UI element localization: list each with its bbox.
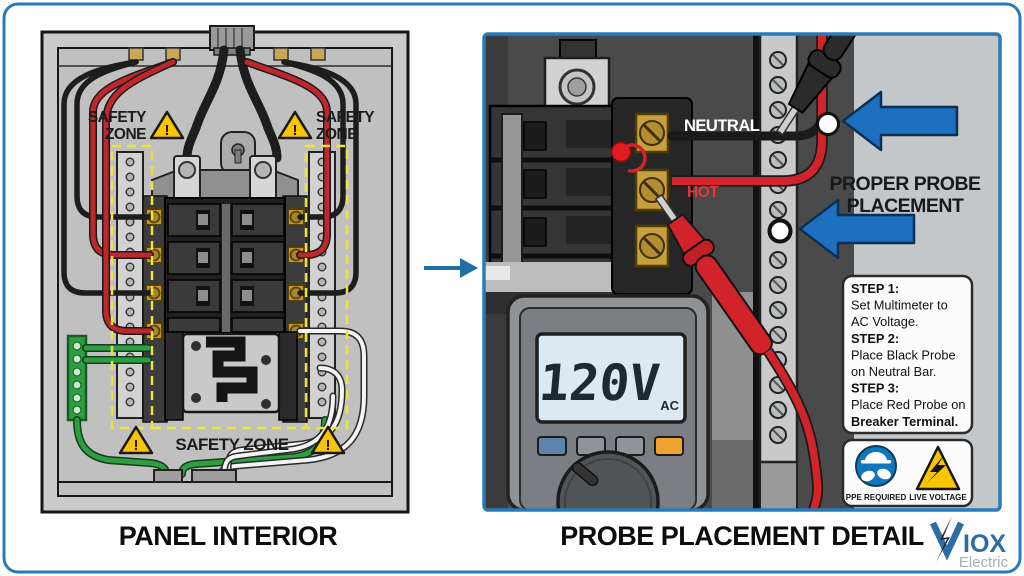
hot-wire <box>672 34 826 185</box>
breaker-stack <box>164 197 286 333</box>
neutral-bus-right <box>308 151 336 419</box>
logo-text: IOX <box>963 530 1006 558</box>
neutral-label: NEUTRAL <box>684 117 760 135</box>
step3-line2: Breaker Terminal. <box>851 414 958 429</box>
neutral-bus-left <box>116 151 144 419</box>
ppe-required-icon <box>855 445 897 487</box>
indicator-arc <box>617 143 647 173</box>
red-probe <box>654 193 824 510</box>
panel-interior-illustration: ! ! ! ! SAFETY ZONE SAFETY ZONE SAFETY Z… <box>40 25 410 514</box>
multimeter-lcd <box>535 332 687 424</box>
logo-subtext: Electric <box>959 554 1009 571</box>
multimeter-dial[interactable] <box>556 450 660 552</box>
step3-line1: Place Red Probe on <box>851 397 966 412</box>
step1-title: STEP 1: <box>851 281 899 296</box>
safety-zone-label-left: ZONE <box>105 126 146 143</box>
multimeter-mode: AC <box>660 398 679 413</box>
multimeter-reading: 120V <box>537 354 662 412</box>
warning-mark: ! <box>165 122 170 139</box>
voltage-badge-label: LIVE VOLTAGE <box>909 493 967 502</box>
safety-zone-dashed-outline <box>110 144 349 430</box>
callout-line2: PLACEMENT <box>847 195 964 217</box>
multimeter-buttons[interactable] <box>537 436 684 456</box>
warning-mark: ! <box>134 437 139 454</box>
safety-zone-label-right: SAFETY <box>316 109 375 126</box>
ground-wires <box>73 344 329 478</box>
branch-wires <box>61 58 359 335</box>
interlock-plate <box>164 331 298 421</box>
knockout-lugs <box>128 47 326 61</box>
viox-electric-logo: IOX Electric <box>930 516 1009 571</box>
warning-mark: ! <box>326 437 331 454</box>
step2-line1: Place Black Probe <box>851 347 956 362</box>
service-cable-left <box>182 45 229 163</box>
safety-zone-label-right: ZONE <box>316 126 357 143</box>
warning-triangle-icon: ! ! ! ! <box>118 110 346 455</box>
safety-zone-labels: SAFETY ZONE SAFETY ZONE SAFETY ZONE <box>88 109 376 454</box>
hot-label: HOT <box>687 184 719 201</box>
black-probe <box>775 34 891 136</box>
step1-line1: Set Multimeter to <box>851 298 948 313</box>
live-voltage-icon <box>915 445 961 491</box>
step3-title: STEP 3: <box>851 381 899 396</box>
step2-title: STEP 2: <box>851 331 899 346</box>
ground-bus <box>66 334 88 422</box>
multimeter: 120V AC <box>506 294 710 552</box>
safety-zone-label-left: SAFETY <box>88 109 147 126</box>
left-caption: PANEL INTERIOR <box>119 521 338 551</box>
probe-contact-marker-bar <box>767 218 793 244</box>
conduit-stub <box>153 469 183 483</box>
detail-frame <box>482 32 1002 512</box>
safety-zone-label-bottom: SAFETY ZONE <box>175 435 288 454</box>
steps-box: STEP 1: Set Multimeter to AC Voltage. ST… <box>841 274 974 435</box>
warning-mark: ! <box>293 122 298 139</box>
ppe-badge-label: PPE REQUIRED <box>846 493 907 502</box>
logo-lightning-icon <box>936 516 952 562</box>
service-cable-right <box>235 45 282 163</box>
conduit-stub <box>191 469 237 483</box>
right-caption: PROBE PLACEMENT DETAIL <box>560 521 924 551</box>
mounting-tab <box>220 131 256 175</box>
safety-badges-box: PPE REQUIRED LIVE VOLTAGE <box>841 438 974 508</box>
breaker-terminals <box>634 112 670 268</box>
logo-v-mark <box>930 521 964 561</box>
probe-contact-marker-top <box>816 112 840 136</box>
probe-placement-illustration: NEUTRAL HOT PROPER PROBE PLACEM <box>484 34 1000 552</box>
arrow-left-icon <box>841 90 959 152</box>
conduit-fitting <box>209 25 255 56</box>
callout-line1: PROPER PROBE <box>829 173 981 195</box>
step1-line2: AC Voltage. <box>851 314 919 329</box>
step2-line2: on Neutral Bar. <box>851 364 936 379</box>
detail-arrow-icon <box>424 258 478 278</box>
arrow-left-icon <box>798 198 916 260</box>
